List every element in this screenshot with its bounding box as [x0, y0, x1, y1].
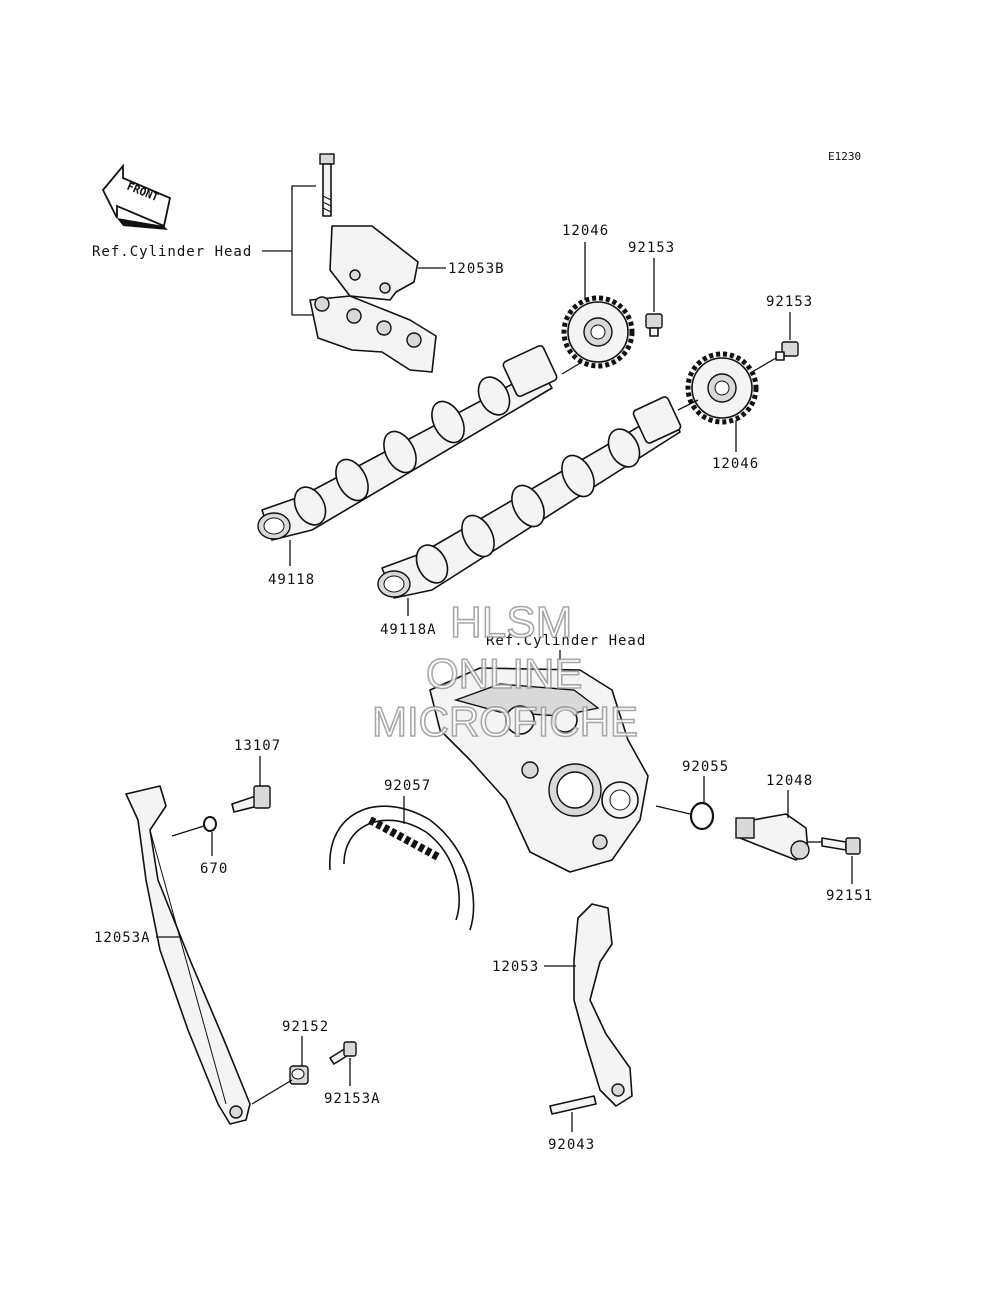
holder-bolt — [319, 153, 335, 217]
front-arrow-icon: FRONT — [101, 163, 172, 230]
sprocket-bolt-left — [645, 313, 663, 337]
ref-bracket — [291, 185, 316, 316]
part-label-92043: 92043 — [548, 1137, 595, 1153]
camshaft-cap — [309, 295, 437, 373]
camshaft-sprocket-right — [685, 351, 759, 425]
camshaft-sprocket-top — [561, 295, 635, 369]
part-label-12053B: 12053B — [448, 261, 505, 277]
tensioner-bolt-92151 — [821, 837, 861, 855]
watermark-line3: MICROFICHE — [372, 698, 638, 745]
part-label-12046-right: 12046 — [712, 456, 759, 472]
camshaft-chain-guide-upper — [329, 225, 419, 301]
camshaft-49118A — [377, 396, 682, 599]
part-label-92057: 92057 — [384, 778, 431, 794]
part-label-92153-right: 92153 — [766, 294, 813, 310]
chain-guide-12053 — [573, 903, 633, 1107]
part-label-92151: 92151 — [826, 888, 873, 904]
pin-92043 — [549, 1095, 597, 1115]
part-label-92153A: 92153A — [324, 1091, 381, 1107]
guide-bolt-92153A — [329, 1041, 357, 1065]
part-label-92055: 92055 — [682, 759, 729, 775]
timing-chain-92057 — [329, 805, 475, 931]
part-label-49118: 49118 — [268, 572, 315, 588]
diagram-code: E1230 — [828, 150, 861, 163]
washer-670 — [203, 816, 217, 832]
part-label-12046-top: 12046 — [562, 223, 609, 239]
chain-tensioner-12048 — [735, 813, 810, 861]
chain-guide-12053A — [125, 785, 251, 1125]
cylinder-head — [429, 667, 649, 873]
part-label-12048: 12048 — [766, 773, 813, 789]
part-label-49118A: 49118A — [380, 622, 437, 638]
watermark-line1: HLSM — [450, 598, 572, 647]
camshaft-49118 — [257, 344, 558, 541]
ref-cylinder-head-mid-label: Ref.Cylinder Head — [486, 633, 646, 649]
part-label-670: 670 — [200, 861, 228, 877]
guide-bolt-13107 — [231, 785, 271, 813]
watermark-line2: ONLINE — [426, 650, 582, 697]
part-label-92153-left: 92153 — [628, 240, 675, 256]
part-label-12053A: 12053A — [94, 930, 151, 946]
part-label-92152: 92152 — [282, 1019, 329, 1035]
collar-92152 — [289, 1065, 309, 1085]
ref-cylinder-head-top-label: Ref.Cylinder Head — [92, 244, 252, 260]
o-ring-92055 — [689, 801, 715, 831]
part-label-13107: 13107 — [234, 738, 281, 754]
sprocket-bolt-right — [775, 341, 799, 361]
watermark: HLSM ONLINE MICROFICHE — [371, 597, 639, 746]
part-label-12053: 12053 — [492, 959, 539, 975]
